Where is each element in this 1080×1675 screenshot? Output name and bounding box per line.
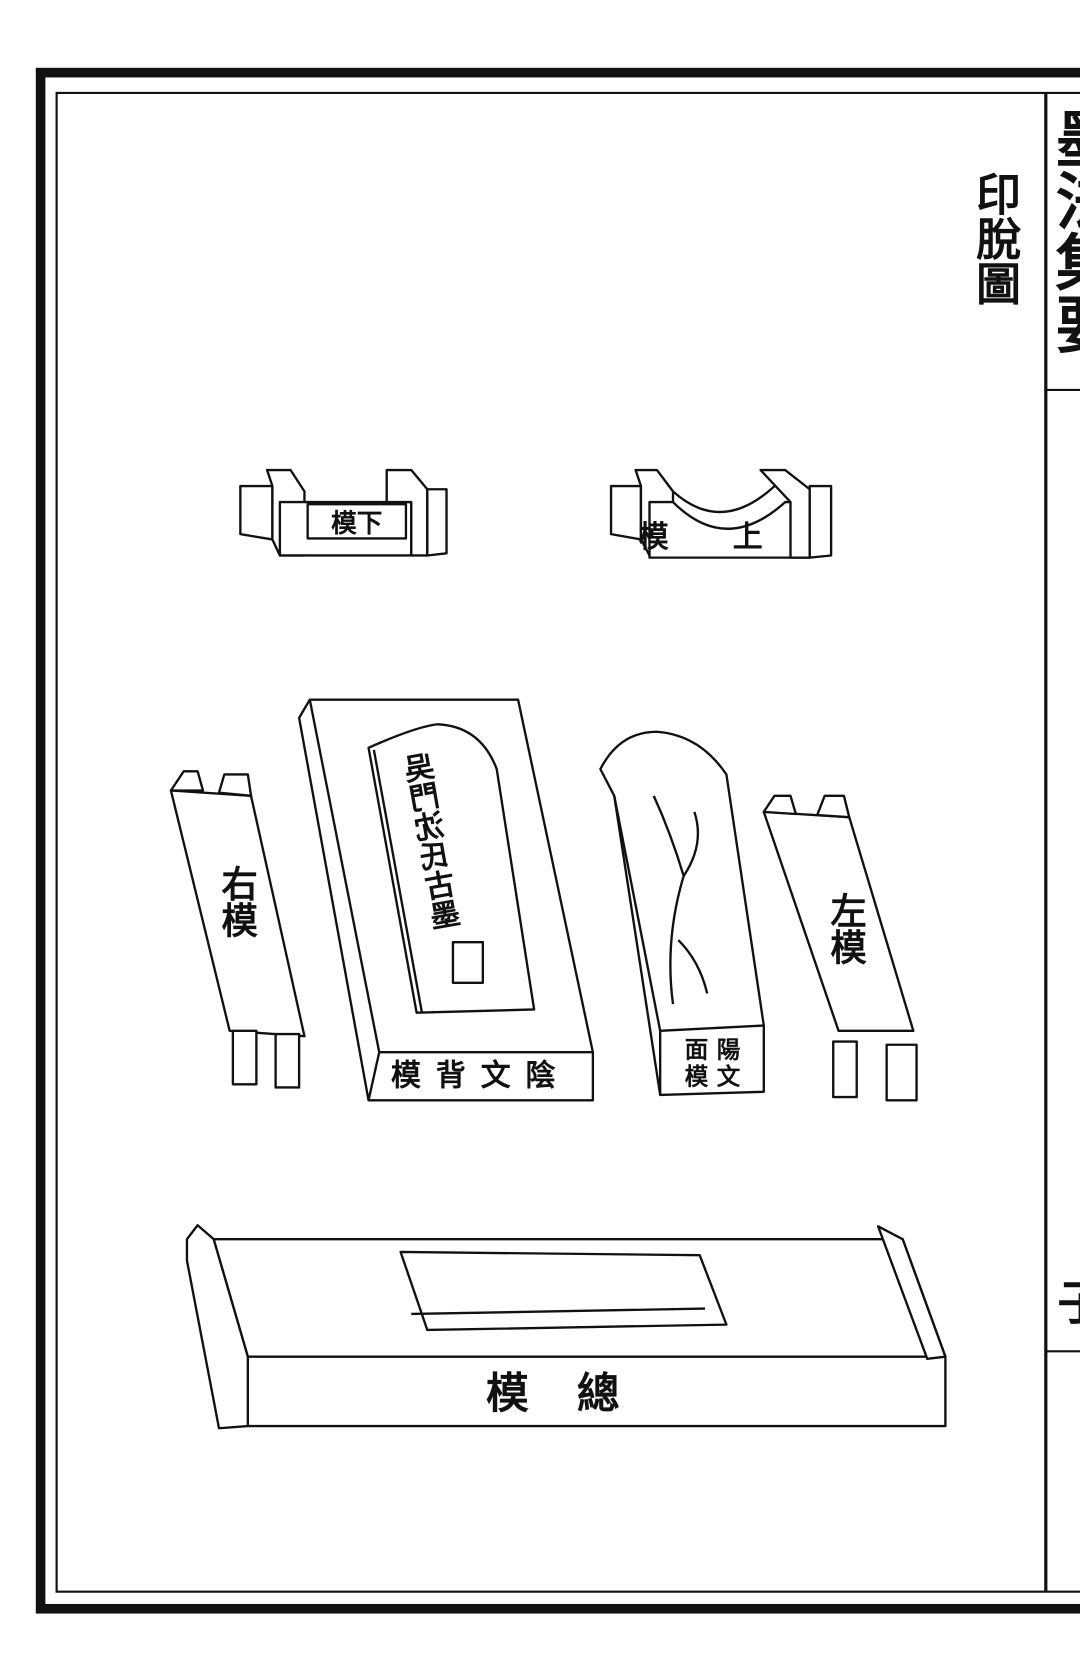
pine-tree-motif: [652, 795, 709, 1005]
upper-mold-label: 模上: [639, 520, 827, 555]
yin-back-mold: 吳門沈氏古墨 模背文陰: [297, 698, 595, 1102]
lower-mold: 模下: [239, 468, 448, 557]
margin-fragment: 子: [1058, 1276, 1080, 1331]
total-mold: 模總: [185, 1224, 947, 1430]
page-title: 印脫圖: [968, 171, 1021, 306]
right-mold: 右模: [169, 770, 306, 1089]
yang-face-mold: 陽文面模: [599, 730, 765, 1097]
upper-mold: 模上: [609, 468, 833, 559]
inner-border: [55, 91, 1080, 1593]
total-mold-label: 模總: [486, 1369, 668, 1419]
running-head: 墨法集要: [1045, 107, 1080, 355]
left-mold-label: 左模: [825, 892, 868, 965]
right-mold-label: 右模: [216, 865, 259, 938]
seal-mark: [451, 941, 485, 984]
back-mold-label: 模背文陰: [391, 1058, 570, 1093]
left-mold: 左模: [762, 794, 918, 1102]
face-mold-label: 陽文面模: [685, 1036, 741, 1091]
outer-border: [35, 67, 1080, 1614]
lower-mold-label: 模下: [331, 509, 382, 539]
